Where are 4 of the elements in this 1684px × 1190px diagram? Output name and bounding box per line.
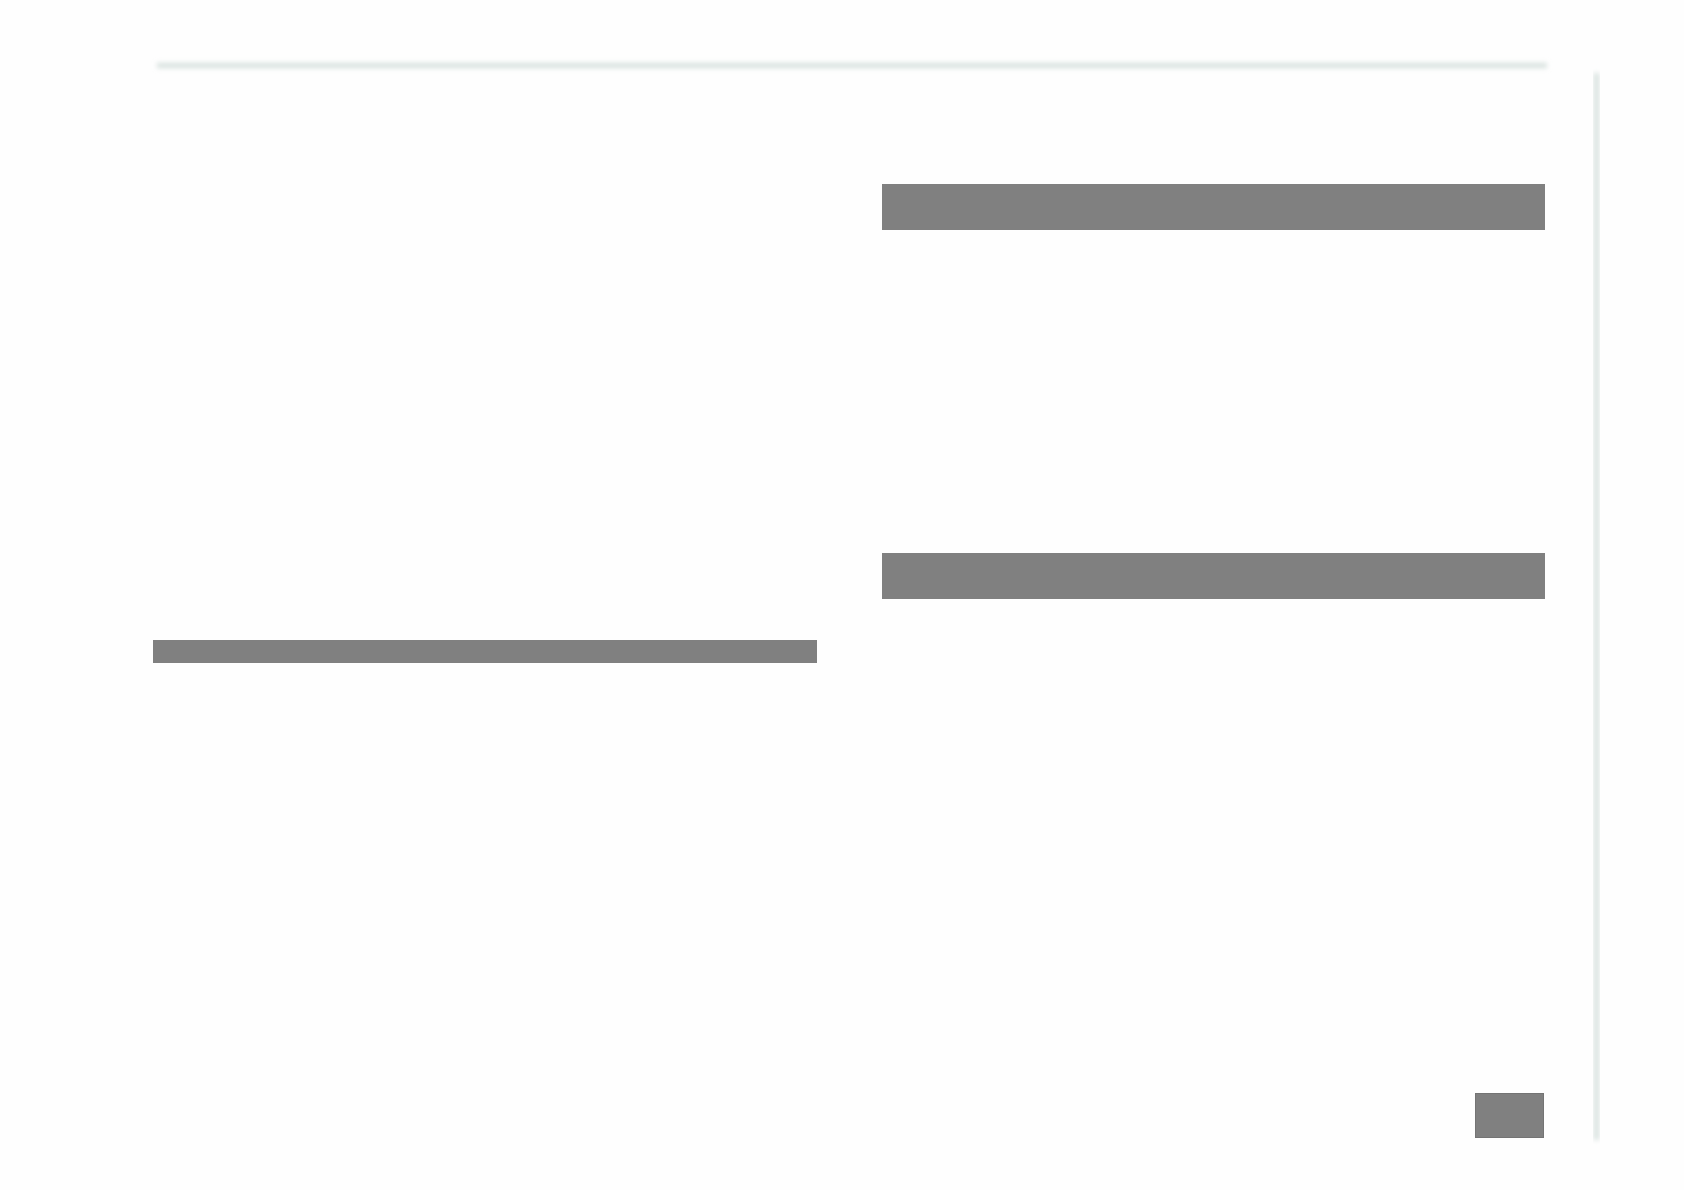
heading-bar bbox=[153, 640, 817, 663]
heading-bar bbox=[882, 184, 1545, 230]
page-number-box bbox=[1475, 1093, 1544, 1138]
heading-bar bbox=[882, 553, 1545, 599]
